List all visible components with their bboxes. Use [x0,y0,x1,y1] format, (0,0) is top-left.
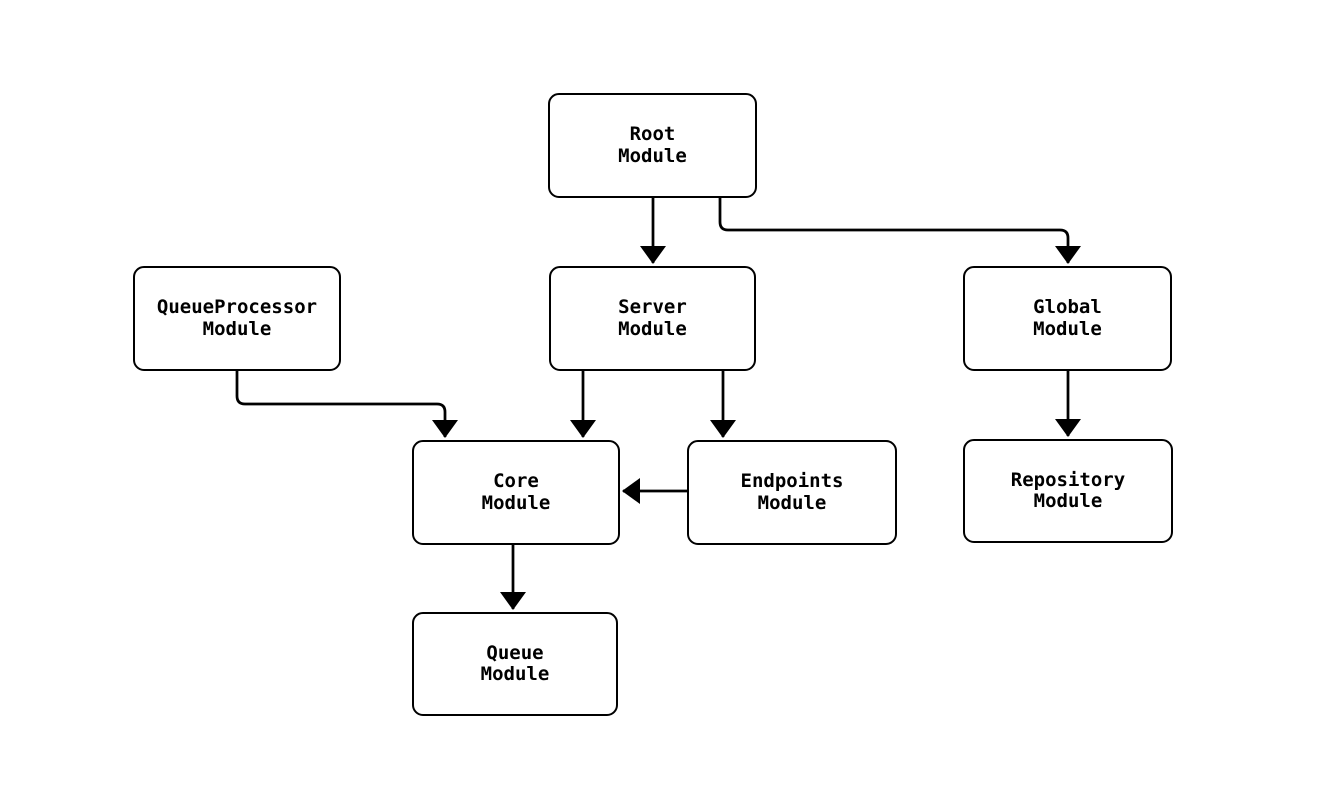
edge-queueprocessor-to-core [235,371,458,438]
edge-root-to-global [718,198,1081,264]
node-root-module: Root Module [548,93,757,198]
node-label: Core Module [481,470,551,514]
node-queue-module: Queue Module [412,612,618,716]
node-label: QueueProcessor Module [156,296,318,340]
node-repository-module: Repository Module [963,439,1173,543]
node-label: Endpoints Module [740,470,844,514]
node-queueprocessor-module: QueueProcessor Module [133,266,341,371]
node-label: Repository Module [1010,468,1126,512]
node-label: Server Module [618,296,687,340]
node-label: Root Module [618,123,687,167]
node-label: Global Module [1033,296,1102,340]
node-endpoints-module: Endpoints Module [687,440,897,545]
node-label: Queue Module [480,641,550,685]
node-core-module: Core Module [412,440,620,545]
node-global-module: Global Module [963,266,1172,371]
node-server-module: Server Module [549,266,756,371]
